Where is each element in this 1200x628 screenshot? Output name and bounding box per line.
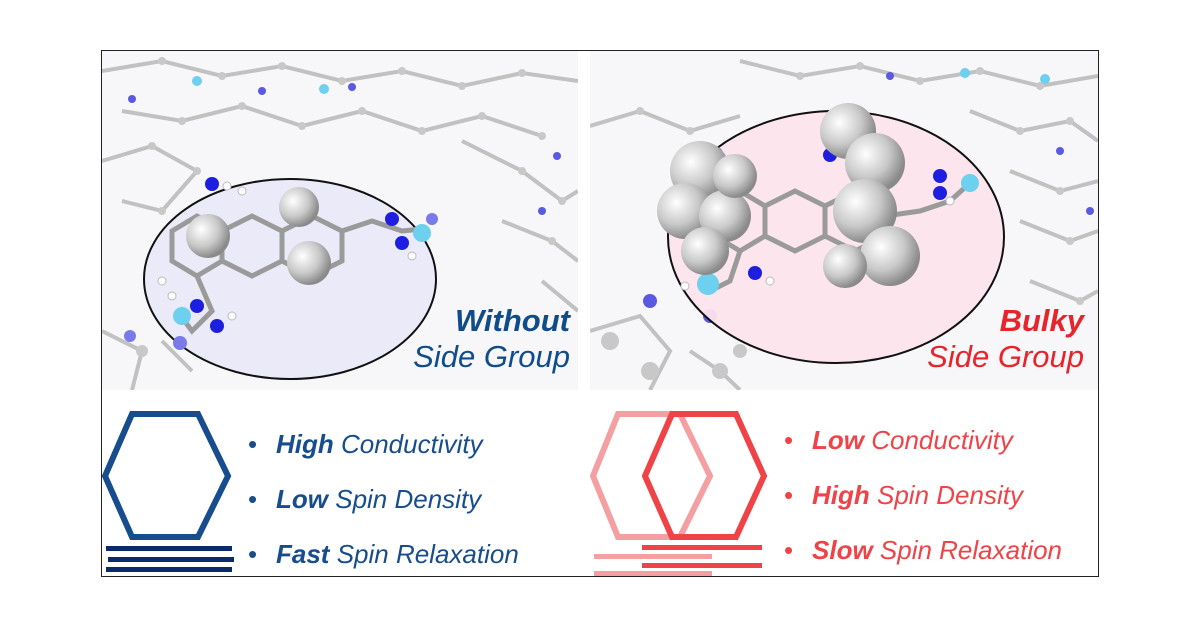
right-label-bold: Bulky: [999, 303, 1084, 338]
left-property-item: •Low Spin Density: [248, 484, 482, 514]
offset-hexagons-icon: [590, 411, 768, 540]
left-panel-label: Without Side Group: [413, 303, 570, 374]
left-legend-icons: [102, 411, 234, 572]
stacked-layers-icon: [106, 546, 234, 572]
right-property-item: •High Spin Density: [784, 480, 1023, 510]
left-property-item: •Fast Spin Relaxation: [248, 539, 519, 569]
right-property-item: •Slow Spin Relaxation: [784, 535, 1063, 565]
right-molecule-panel: Bulky Side Group: [590, 51, 1098, 390]
figure-frame: Without Side Group: [101, 50, 1099, 577]
left-property-item: •High Conductivity: [248, 429, 483, 459]
right-property-item: •Low Conductivity: [784, 425, 1013, 455]
left-molecule-illustration: [102, 57, 578, 390]
left-label-regular: Side Group: [413, 338, 570, 374]
left-property-list: •High Conductivity •Low Spin Density •Fa…: [248, 417, 519, 576]
right-property-list: •Low Conductivity •High Spin Density •Sl…: [784, 413, 1063, 576]
left-molecule-panel: Without Side Group: [102, 51, 578, 390]
right-legend-icons: [590, 411, 768, 576]
right-label-regular: Side Group: [927, 338, 1084, 374]
right-molecule-illustration: [590, 59, 1098, 390]
left-label-bold: Without: [454, 303, 570, 338]
hexagon-icon: [102, 411, 232, 540]
slipped-layers-icon: [594, 545, 762, 576]
right-panel-label: Bulky Side Group: [927, 303, 1084, 374]
